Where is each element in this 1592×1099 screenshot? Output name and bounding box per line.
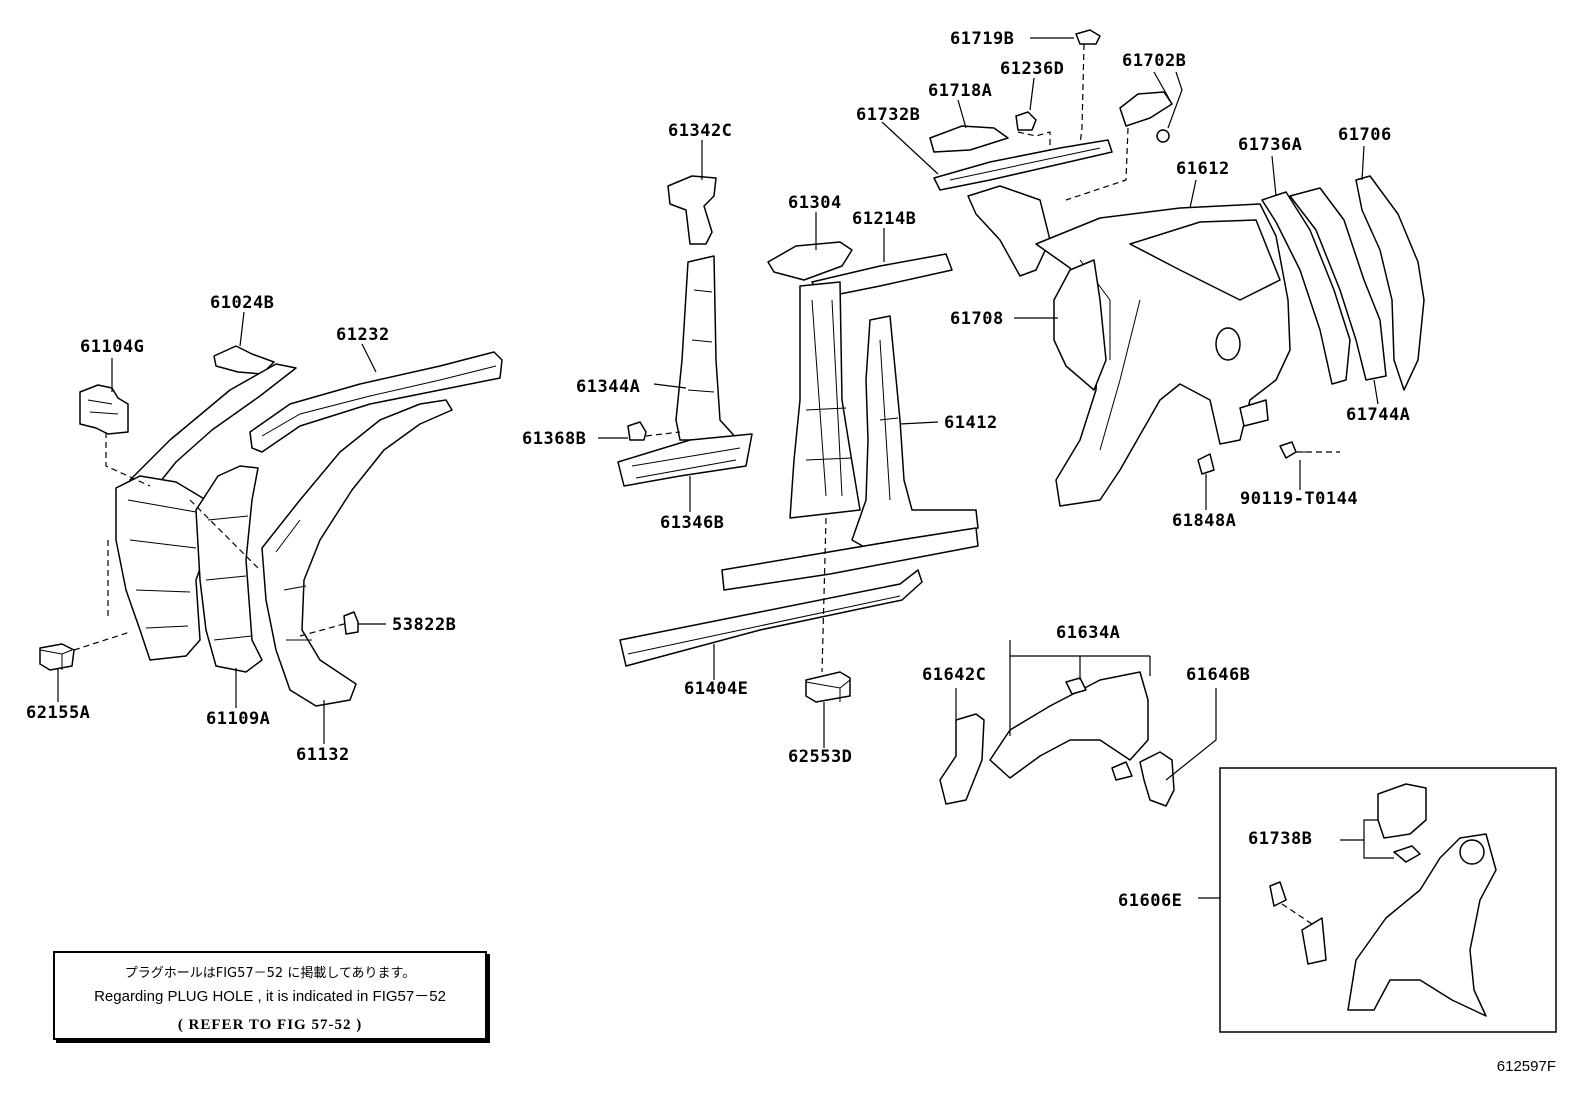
label-62155A: 62155A bbox=[26, 703, 90, 723]
part-61732B-rail bbox=[933, 139, 1113, 191]
label-61702B: 61702B bbox=[1122, 51, 1186, 71]
part-61346B-reinforcement bbox=[617, 433, 753, 487]
plug-hole-note: プラグホールはFIG57－52 に掲載してあります。 Regarding PLU… bbox=[53, 951, 487, 1040]
part-61304-top-bracket bbox=[767, 241, 853, 281]
label-61848A: 61848A bbox=[1172, 511, 1236, 531]
label-61104G: 61104G bbox=[80, 337, 144, 357]
label-62553D: 62553D bbox=[788, 747, 852, 767]
label-61368B: 61368B bbox=[522, 429, 586, 449]
part-61412-rocker bbox=[721, 527, 979, 591]
figure-code: 612597F bbox=[1496, 1058, 1556, 1075]
inset-box bbox=[1219, 767, 1557, 1033]
part-61744A-panel bbox=[1289, 187, 1387, 381]
label-61718A: 61718A bbox=[928, 81, 992, 101]
note-line-japanese: プラグホールはFIG57－52 に掲載してあります。 bbox=[124, 966, 416, 981]
part-61702B-bracket bbox=[1119, 91, 1173, 127]
label-61736A: 61736A bbox=[1238, 135, 1302, 155]
part-61634A-wheelhouse bbox=[989, 671, 1149, 779]
label-53822B: 53822B bbox=[392, 615, 456, 635]
label-61642C: 61642C bbox=[922, 665, 986, 685]
note-line-reference: ( REFER TO FIG 57-52 ) bbox=[177, 1017, 363, 1033]
label-61304: 61304 bbox=[788, 193, 842, 213]
part-hinge-pillar-inner bbox=[115, 475, 211, 661]
label-61708: 61708 bbox=[950, 309, 1004, 329]
part-61236D-clip bbox=[1015, 111, 1037, 131]
label-61214B: 61214B bbox=[852, 209, 916, 229]
part-61342C-bracket bbox=[667, 175, 717, 245]
part-61718A-panel bbox=[929, 125, 1009, 153]
part-61612-quarter-window bbox=[1129, 219, 1281, 301]
label-61606E: 61606E bbox=[1118, 891, 1182, 911]
label-61738B: 61738B bbox=[1248, 829, 1312, 849]
label-61404E: 61404E bbox=[684, 679, 748, 699]
label-61634A: 61634A bbox=[1056, 623, 1120, 643]
label-61232: 61232 bbox=[336, 325, 390, 345]
part-61738B-bracket bbox=[1377, 783, 1427, 839]
part-62553D-block bbox=[805, 671, 851, 703]
part-61232-roof-rail bbox=[249, 351, 503, 453]
part-62155A-block bbox=[39, 643, 75, 671]
label-61346B: 61346B bbox=[660, 513, 724, 533]
label-61342C: 61342C bbox=[668, 121, 732, 141]
note-line-english: Regarding PLUG HOLE , it is indicated in… bbox=[94, 988, 446, 1005]
part-61404E-sill bbox=[619, 569, 923, 667]
part-61606E-wheelhouse bbox=[1347, 833, 1497, 1017]
part-61104G-bracket bbox=[79, 384, 129, 435]
label-61024B: 61024B bbox=[210, 293, 274, 313]
part-61708-inner bbox=[1053, 259, 1107, 391]
part-61706-panel bbox=[1355, 175, 1425, 391]
part-61646B-bracket bbox=[1139, 751, 1175, 807]
part-61708-pillar-inner bbox=[967, 185, 1051, 277]
label-61236D: 61236D bbox=[1000, 59, 1064, 79]
label-90119-T0144: 90119-T0144 bbox=[1240, 489, 1358, 509]
part-61132-pillar-outer bbox=[261, 399, 453, 707]
part-61368B-bracket bbox=[627, 421, 647, 441]
label-61132: 61132 bbox=[296, 745, 350, 765]
part-61848A-clip bbox=[1197, 453, 1215, 475]
label-61612: 61612 bbox=[1176, 159, 1230, 179]
label-61109A: 61109A bbox=[206, 709, 270, 729]
label-61344A: 61344A bbox=[576, 377, 640, 397]
part-61109A-pillar bbox=[195, 465, 263, 673]
label-61412: 61412 bbox=[944, 413, 998, 433]
label-61646B: 61646B bbox=[1186, 665, 1250, 685]
part-61642C-bracket bbox=[939, 713, 985, 805]
part-61719B-bracket bbox=[1075, 29, 1101, 45]
label-61719B: 61719B bbox=[950, 29, 1014, 49]
label-61706: 61706 bbox=[1338, 125, 1392, 145]
part-61736A-panel bbox=[1261, 191, 1351, 385]
part-61344A-pillar-inner bbox=[675, 255, 739, 441]
label-61732B: 61732B bbox=[856, 105, 920, 125]
label-61744A: 61744A bbox=[1346, 405, 1410, 425]
part-90119-bolt bbox=[1279, 441, 1297, 459]
part-53822B-clip bbox=[343, 611, 359, 635]
part-61304-pillar bbox=[789, 281, 861, 519]
